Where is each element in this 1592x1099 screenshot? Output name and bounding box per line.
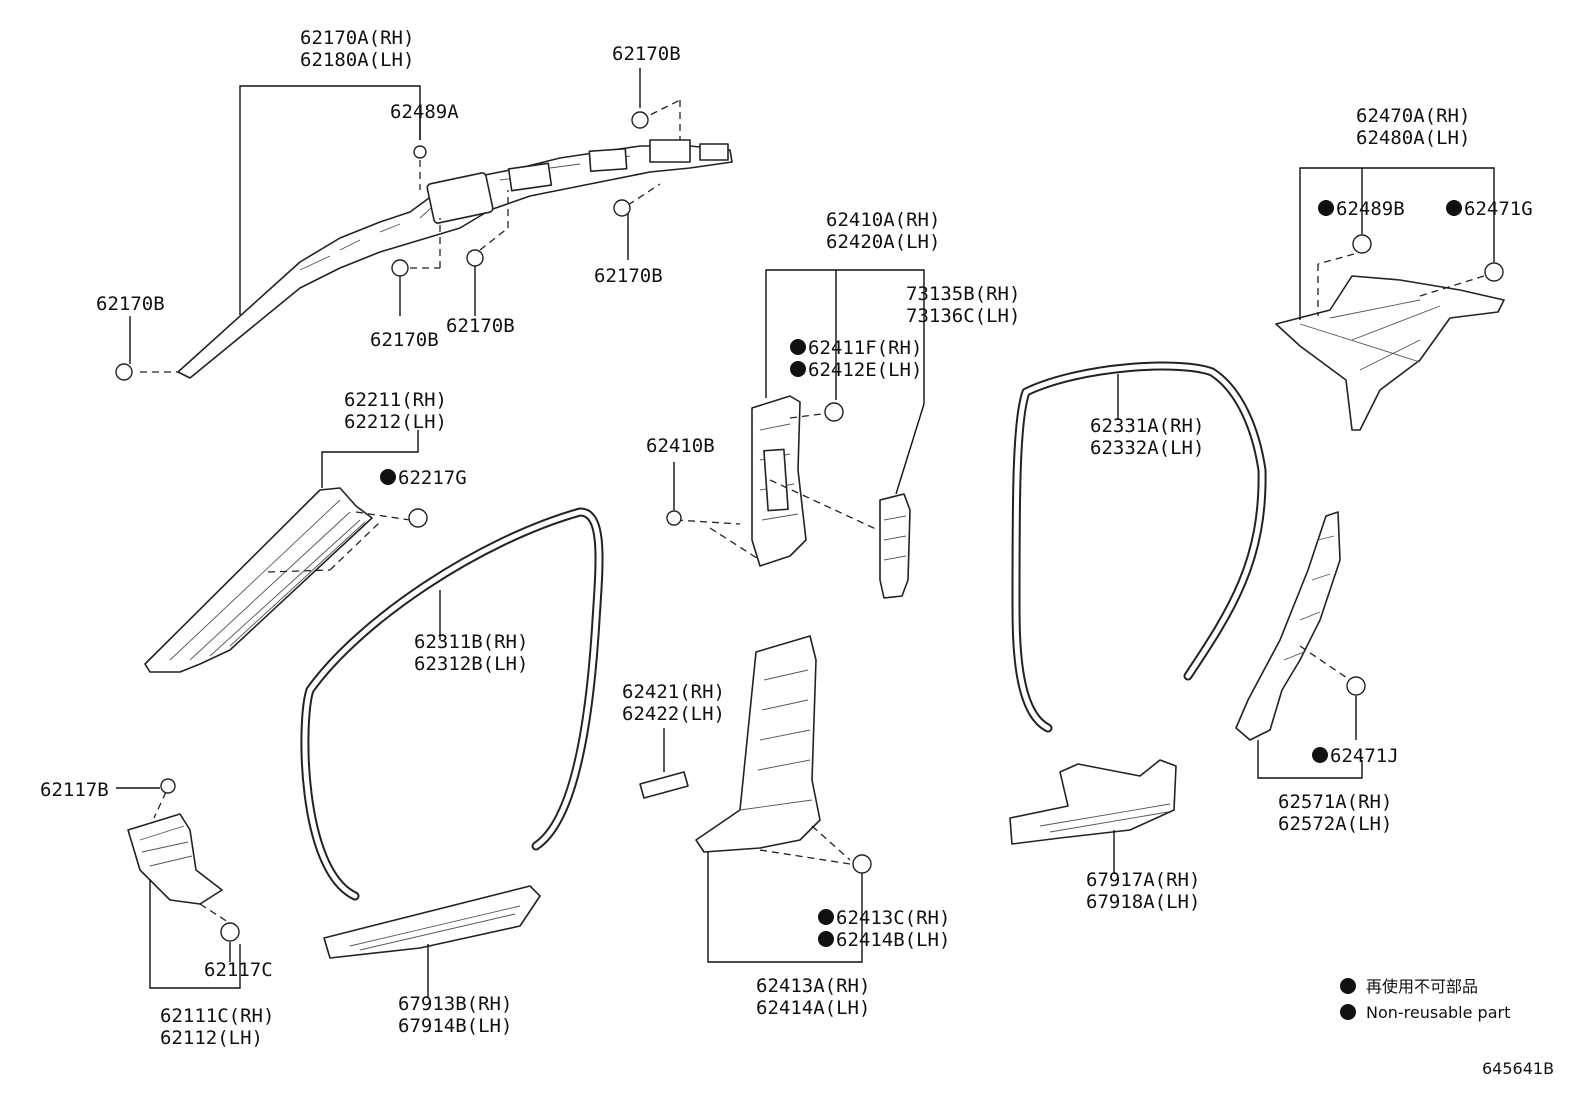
bracket-62421 <box>639 728 689 799</box>
cowl-side-trim <box>116 778 241 989</box>
clip-icon <box>220 922 240 942</box>
bolt-icon <box>466 249 484 267</box>
clip-icon <box>1346 676 1366 696</box>
label-62170B-top: 62170B <box>612 43 681 65</box>
roof-airbag-assembly <box>177 139 733 379</box>
label-62211-rh: 62211(RH) <box>344 389 447 411</box>
label-67914B-lh: 67914B(LH) <box>398 1015 512 1037</box>
label-67913B-rh: 67913B(RH) <box>398 993 512 1015</box>
label-62170A-rh: 62170A(RH) <box>300 27 414 49</box>
bolt-icon <box>666 510 682 526</box>
label-62410B: 62410B <box>646 435 715 457</box>
label-62170B-mid1: 62170B <box>370 329 439 351</box>
label-62331A-rh: 62331A(RH) <box>1090 415 1204 437</box>
clip-icon <box>160 778 176 794</box>
label-62217G: 62217G <box>398 467 467 489</box>
label-67917A-rh: 67917A(RH) <box>1086 869 1200 891</box>
bolt-icon <box>613 199 631 217</box>
label-62572A-lh: 62572A(LH) <box>1278 813 1392 835</box>
label-62413A-rh: 62413A(RH) <box>756 975 870 997</box>
label-62571A-rh: 62571A(RH) <box>1278 791 1392 813</box>
non-reusable-icon <box>1340 1004 1356 1020</box>
label-62112-lh: 62112(LH) <box>160 1027 263 1049</box>
non-reusable-icon <box>1340 978 1356 994</box>
label-62412E-lh: 62412E(LH) <box>808 359 922 381</box>
label-62180A-lh: 62180A(LH) <box>300 49 414 71</box>
label-62420A-lh: 62420A(LH) <box>826 231 940 253</box>
label-73135B-rh: 73135B(RH) <box>906 283 1020 305</box>
label-62312B-lh: 62312B(LH) <box>414 653 528 675</box>
legend-jp: 再使用不可部品 <box>1366 977 1478 996</box>
label-62170B-mid2: 62170B <box>446 315 515 337</box>
label-62489B: 62489B <box>1336 198 1405 220</box>
non-reusable-icon <box>818 909 834 925</box>
diagram-id: 645641B <box>1482 1059 1554 1078</box>
clip-icon <box>413 145 427 159</box>
front-door-opening-trim <box>300 507 604 901</box>
label-62471G: 62471G <box>1464 198 1533 220</box>
bolt-icon <box>115 363 133 381</box>
clip-icon <box>1484 262 1504 282</box>
non-reusable-icon <box>1318 200 1334 216</box>
label-62414B-lh: 62414B(LH) <box>836 929 950 951</box>
label-62489A: 62489A <box>390 101 459 123</box>
label-62422-lh: 62422(LH) <box>622 703 725 725</box>
label-62170B-left: 62170B <box>96 293 165 315</box>
center-pillar-garnish-upper <box>666 269 925 567</box>
non-reusable-icon <box>790 339 806 355</box>
clip-icon <box>852 854 872 874</box>
label-62480A-lh: 62480A(LH) <box>1356 127 1470 149</box>
non-reusable-icon <box>1446 200 1462 216</box>
label-67918A-lh: 67918A(LH) <box>1086 891 1200 913</box>
center-pillar-garnish-lower <box>695 635 872 963</box>
label-62311B-rh: 62311B(RH) <box>414 631 528 653</box>
label-62117C: 62117C <box>204 959 273 981</box>
label-62117B: 62117B <box>40 779 109 801</box>
label-62332A-lh: 62332A(LH) <box>1090 437 1204 459</box>
rear-scuff-plate <box>1009 759 1177 874</box>
bolt-icon <box>391 259 409 277</box>
legend: 再使用不可部品 Non-reusable part <box>1340 977 1510 1022</box>
roof-side-inner-garnish <box>1275 167 1505 431</box>
label-62111C-rh: 62111C(RH) <box>160 1005 274 1027</box>
label-62411F-rh: 62411F(RH) <box>808 337 922 359</box>
rear-door-opening-trim <box>1011 361 1267 733</box>
non-reusable-icon <box>380 469 396 485</box>
clip-icon <box>408 508 428 528</box>
non-reusable-icon <box>1312 747 1328 763</box>
label-73136C-lh: 73136C(LH) <box>906 305 1020 327</box>
label-62170B-right: 62170B <box>594 265 663 287</box>
label-62471J: 62471J <box>1330 745 1399 767</box>
label-62421-rh: 62421(RH) <box>622 681 725 703</box>
bolt-icon <box>631 111 649 129</box>
label-62470A-rh: 62470A(RH) <box>1356 105 1470 127</box>
legend-en: Non-reusable part <box>1366 1003 1510 1022</box>
front-pillar-garnish <box>144 430 428 673</box>
non-reusable-icon <box>818 931 834 947</box>
roof-airbag-clips <box>115 111 649 381</box>
front-scuff-plate <box>323 885 541 998</box>
label-62413C-rh: 62413C(RH) <box>836 907 950 929</box>
clip-icon <box>824 402 844 422</box>
label-62414A-lh: 62414A(LH) <box>756 997 870 1019</box>
label-62410A-rh: 62410A(RH) <box>826 209 940 231</box>
roof-airbag-leaders <box>129 68 681 373</box>
non-reusable-icon <box>790 361 806 377</box>
clip-icon <box>1352 234 1372 254</box>
quarter-pillar-trim <box>1235 511 1366 779</box>
label-62212-lh: 62212(LH) <box>344 411 447 433</box>
belt-guide-cover <box>879 403 925 599</box>
